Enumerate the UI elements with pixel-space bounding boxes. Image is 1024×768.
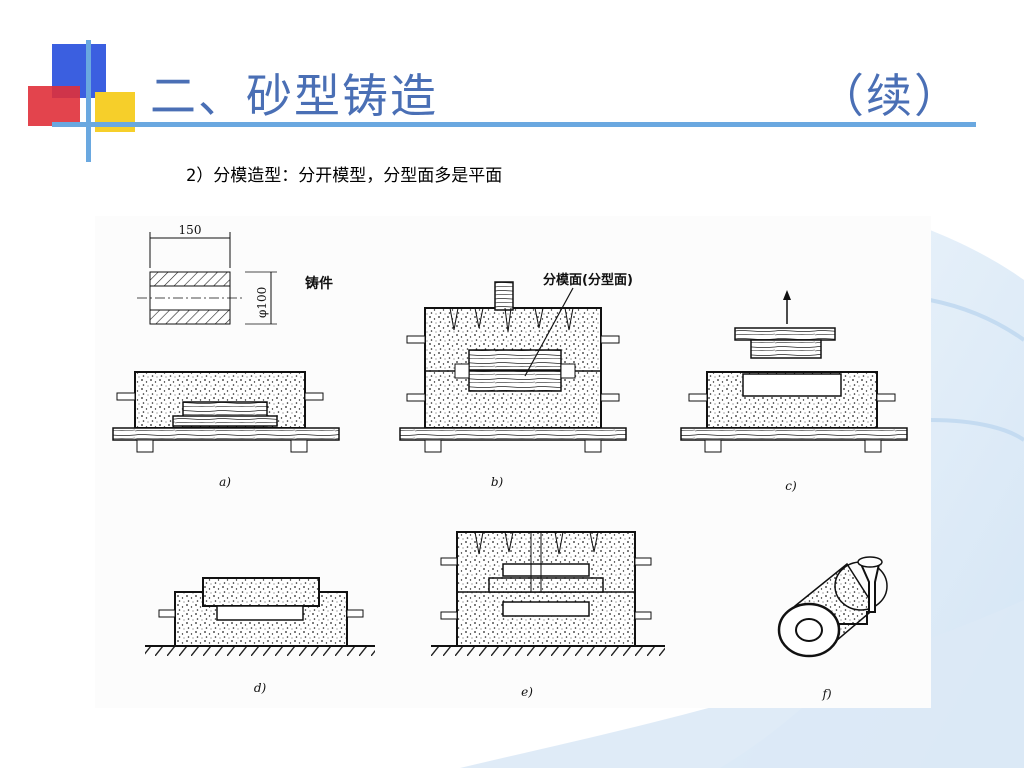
logo-squares	[28, 40, 135, 162]
panel-label-e: e)	[521, 685, 533, 699]
panel-label-f: f)	[821, 687, 831, 701]
panel-label-d: d)	[254, 681, 267, 695]
casting-diameter-dimension: φ100	[255, 287, 269, 318]
panel-label-c: c)	[785, 479, 797, 493]
panel-d-diagram: d)	[145, 577, 375, 695]
title-underline	[52, 122, 976, 127]
panel-label-b: b)	[491, 475, 504, 489]
casting-label: 铸件	[305, 275, 333, 292]
casting-part-drawing: 150 φ100 铸件	[137, 223, 333, 325]
panel-e-diagram: e)	[431, 531, 665, 699]
parting-surface-label: 分模面(分型面)	[543, 272, 633, 288]
panel-c-diagram: c)	[680, 290, 908, 493]
panel-a-diagram: a)	[112, 371, 340, 489]
panel-label-a: a)	[219, 475, 231, 489]
panel-f-diagram: f)	[777, 556, 888, 701]
panel-b-diagram: 分模面(分型面) b)	[399, 272, 633, 489]
casting-width-dimension: 150	[179, 223, 202, 237]
slide-subtitle: 2）分模造型：分开模型，分型面多是平面	[186, 166, 503, 186]
slide-title: 二、砂型铸造	[150, 69, 438, 123]
casting-diagram: 150 φ100 铸件 a)	[95, 216, 931, 708]
slide-title-suffix: （续）	[818, 69, 962, 123]
